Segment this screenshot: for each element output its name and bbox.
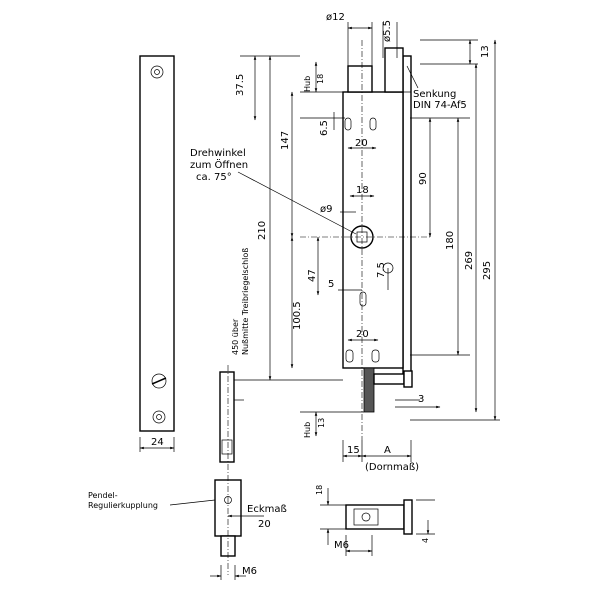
slot-left-top bbox=[344, 117, 352, 131]
dim-20-coupling-label: 20 bbox=[258, 519, 271, 530]
screw-hole-bottom-inner bbox=[156, 414, 162, 420]
dim-5-label: 5 bbox=[328, 279, 334, 290]
dim-65-label: 6.5 bbox=[319, 120, 330, 136]
dim-d9-label: ø9 bbox=[320, 204, 332, 215]
dim-295-label: 295 bbox=[482, 261, 493, 280]
lower-nut bbox=[403, 370, 413, 388]
drehwinkel-leader bbox=[237, 171, 357, 235]
dim-269-label: 269 bbox=[464, 251, 475, 270]
lock-faceplate bbox=[402, 55, 412, 377]
lock-body bbox=[300, 40, 430, 440]
dim-18-top-label: 18 bbox=[316, 74, 325, 84]
dim-a-label: A bbox=[384, 445, 391, 456]
dim-3-label: 3 bbox=[418, 394, 424, 405]
side-detail-body bbox=[345, 504, 405, 530]
bottom-dimensions: Hub 13 15 A (Dornmaß) bbox=[300, 411, 419, 473]
senkung-label: Senkung bbox=[413, 89, 456, 100]
dim-20-low-label: 20 bbox=[356, 329, 369, 340]
dim-210-label: 210 bbox=[257, 221, 268, 240]
upper-guide bbox=[384, 47, 404, 93]
dim-20-top-label: 20 bbox=[355, 138, 368, 149]
dim-m6-left-label: M6 bbox=[242, 566, 257, 577]
right-dimensions: 90 180 269 295 3 bbox=[395, 39, 500, 421]
coupling-rod bbox=[219, 371, 235, 463]
hub-top-label: Hub bbox=[303, 76, 312, 92]
inner-dimensions: 20 18 ø9 7.5 5 20 bbox=[320, 138, 389, 342]
dim-24-label: 24 bbox=[151, 437, 164, 448]
dim-15-label: 15 bbox=[347, 445, 360, 456]
slot-right-bottom bbox=[371, 349, 380, 363]
dim-147-label: 147 bbox=[280, 131, 291, 150]
dim-375-label: 37.5 bbox=[235, 74, 246, 96]
top-dimensions: ø12 ø5.5 13 Senkung DIN 74-Af5 bbox=[326, 12, 491, 111]
pendel-coupling: M6 Eckmaß 20 Pendel- Regulierkupplung bbox=[88, 365, 287, 580]
lower-bolt bbox=[363, 367, 375, 413]
side-detail: 18 M6 4 bbox=[315, 485, 435, 556]
coupling-pin bbox=[224, 496, 232, 504]
lower-rod bbox=[373, 373, 405, 385]
screw-slot bbox=[151, 377, 167, 385]
slotted-screw bbox=[151, 373, 167, 389]
dim-47-label: 47 bbox=[307, 269, 318, 282]
slot-left-bottom bbox=[345, 349, 354, 363]
screw-hole-top bbox=[150, 65, 164, 79]
follower-hub bbox=[350, 225, 374, 249]
slot-right-top bbox=[369, 117, 377, 131]
screw-hole-top-inner bbox=[154, 69, 160, 75]
treib-label-line1: 450 über bbox=[231, 318, 240, 355]
eckmass-label: Eckmaß bbox=[247, 504, 287, 515]
side-detail-plate bbox=[403, 499, 413, 535]
din-label: DIN 74-Af5 bbox=[413, 100, 467, 111]
side-detail-hole bbox=[361, 512, 371, 522]
dim-180-label: 180 bbox=[445, 231, 456, 250]
slot-middle bbox=[359, 291, 367, 307]
dornmass-label: (Dornmaß) bbox=[365, 462, 419, 473]
pendel-label-line2: Regulierkupplung bbox=[88, 501, 158, 510]
drehwinkel-line3: ca. 75° bbox=[196, 172, 232, 183]
pendel-label-line1: Pendel- bbox=[88, 491, 118, 500]
dim-75-label: 7.5 bbox=[376, 262, 387, 278]
dim-13-top-label: 13 bbox=[480, 45, 491, 58]
dim-m6-right-label: M6 bbox=[334, 540, 349, 551]
dim-d55-label: ø5.5 bbox=[382, 20, 393, 42]
upper-bolt bbox=[347, 65, 373, 93]
dim-18-mid-label: 18 bbox=[356, 185, 369, 196]
drehwinkel-line2: zum Öffnen bbox=[190, 158, 248, 171]
treib-label-line2: Nußmitte Treibriegelschloß bbox=[241, 248, 250, 355]
screw-hole-bottom bbox=[152, 410, 166, 424]
dim-1005-label: 100.5 bbox=[292, 301, 303, 330]
drehwinkel-annotation: Drehwinkel zum Öffnen ca. 75° bbox=[190, 148, 357, 235]
lock-case bbox=[342, 91, 404, 369]
hub-bottom-label: Hub bbox=[303, 422, 312, 438]
front-plate: 24 bbox=[139, 55, 175, 452]
dim-18-side-label: 18 bbox=[315, 485, 324, 495]
front-plate-body bbox=[139, 55, 175, 432]
dim-13-bottom-label: 13 bbox=[317, 418, 326, 428]
dim-90-label: 90 bbox=[418, 172, 429, 185]
drehwinkel-line1: Drehwinkel bbox=[190, 148, 246, 159]
dim-d12-label: ø12 bbox=[326, 12, 345, 23]
dim-4-label: 4 bbox=[421, 538, 430, 543]
left-dimensions: 37.5 210 147 Hub 18 6.5 100.5 47 450 übe… bbox=[230, 55, 345, 381]
